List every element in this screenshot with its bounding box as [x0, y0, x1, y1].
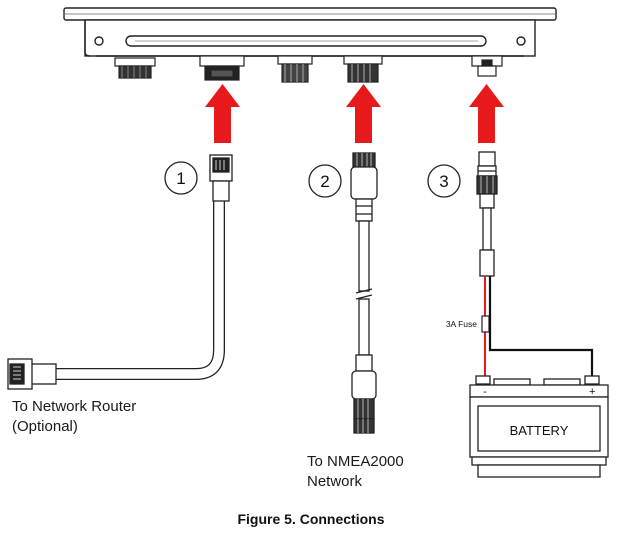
- device-connector-middle: [277, 55, 313, 83]
- callout-number: 1: [176, 169, 185, 188]
- callout-1: 1: [164, 161, 198, 195]
- arrow-2: [346, 84, 381, 143]
- callout-2: 2: [308, 164, 342, 198]
- network-router-label-line1: To Network Router: [12, 398, 137, 415]
- figure-caption: Figure 5. Connections: [237, 511, 385, 527]
- device-connector-1: [114, 57, 156, 79]
- device-power-port: [471, 55, 503, 77]
- device-nmea-port: [343, 55, 383, 83]
- power-cable: [476, 151, 498, 277]
- device-housing: [63, 7, 557, 57]
- negative-wire: [488, 276, 594, 378]
- ethernet-cable: [7, 154, 233, 390]
- nmea-label-line2: Network: [307, 473, 363, 490]
- nmea-cable: [350, 152, 378, 434]
- arrow-3: [469, 84, 504, 143]
- callout-3: 3: [427, 164, 461, 198]
- battery-positive-label: +: [589, 386, 595, 398]
- battery-negative-label: -: [483, 386, 487, 398]
- callout-number: 2: [320, 172, 329, 191]
- network-router-label-line2: (Optional): [12, 418, 78, 435]
- battery-label: BATTERY: [510, 423, 569, 438]
- battery: - + BATTERY: [469, 375, 609, 478]
- callout-number: 3: [439, 172, 448, 191]
- inline-fuse: 3A Fuse: [446, 315, 490, 333]
- fuse-label: 3A Fuse: [446, 319, 477, 329]
- device-ethernet-port: [199, 55, 245, 81]
- arrow-1: [205, 84, 240, 143]
- nmea-label-line1: To NMEA2000: [307, 453, 404, 470]
